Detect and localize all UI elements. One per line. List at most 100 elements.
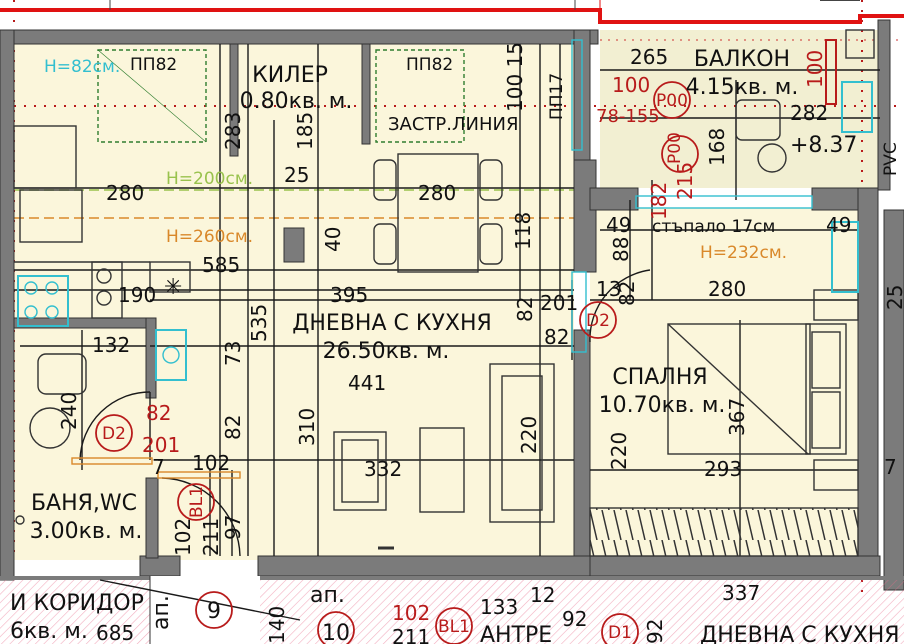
bedroom-bed [667,323,811,455]
apt-9-circle [195,591,233,629]
dim-73: 73 [221,341,245,366]
dim-92: 92 [562,607,587,631]
label-ap-9: ап. [149,595,174,630]
bath-floor [14,470,154,560]
annotations: ПП82 ПП82 ПП17 ЗАСТР.ЛИНИЯ H=82см. H=200… [44,55,901,644]
label-pp82-right: ПП82 [406,55,453,75]
dim-332: 332 [364,457,402,481]
dim-88: 88 [609,237,633,262]
pantry-name: КИЛЕР [252,63,328,88]
dim-132: 132 [92,333,130,357]
dim-215: 215 [673,162,697,200]
living-area: 26.50кв. м. [323,339,450,364]
dim-49b: 49 [826,213,851,237]
sofa [489,363,555,523]
bed-right [375,49,465,143]
dim-102b: 102 [171,518,195,556]
dim-7b: 7 [884,455,897,479]
dim-12: 12 [530,583,555,607]
label-pp82-left: ПП82 [130,55,177,75]
tag-bl1-next-text: BL1 [438,617,470,637]
dim-40: 40 [321,227,345,252]
dim-282: 282 [790,101,828,125]
label-zastr: ЗАСТР.ЛИНИЯ [388,114,519,135]
label-h200: H=200см. [166,169,253,189]
dim-190: 190 [118,283,156,307]
dim-280a: 280 [106,181,144,205]
tag-bl1 [177,483,215,521]
washer [17,275,69,327]
label-h82: H=82см. [44,57,120,77]
dim-25: 25 [284,163,309,187]
dim-585: 585 [202,253,240,277]
tag-p00-a [653,81,691,119]
dim-182: 182 [647,182,671,220]
corridor-area: 6кв. м. [10,619,88,644]
doors [71,39,813,557]
bedroom-name: СПАЛНЯ [612,365,707,390]
label-stupalo: стъпало 17см [652,217,775,237]
dim-118: 118 [511,212,535,250]
apt-10-circle [317,611,355,644]
label-h232: H=232см. [700,243,787,263]
dim-49a: 49 [606,213,631,237]
bath-door-swing [79,391,151,461]
living-name: ДНЕВНА С КУХНЯ [292,311,492,336]
bath-name: БАНЯ,WC [31,491,137,516]
wardrobe [589,507,859,557]
dim-100-15: 100 15 [503,42,527,112]
entry-door-swing [161,477,241,557]
dim-395: 395 [330,283,368,307]
tag-d1 [601,613,639,644]
next-living-name: ДНЕВНА С КУХНЯ [700,623,900,644]
room-labels: КИЛЕР 0.80кв. м. ДНЕВНА С КУХНЯ 26.50кв.… [10,47,900,644]
dim-201a: 201 [540,291,578,315]
hood-star: ✳ [164,275,182,300]
tag-d2-bath [95,414,133,452]
dim-82d: 82 [146,401,171,425]
tag-bl1-next [435,607,473,644]
bath-area: 3.00кв. м. [30,519,143,544]
dim-280b: 280 [418,181,456,205]
dim-82a: 82 [615,281,639,306]
dim-310: 310 [295,408,319,446]
dim-100v: 100 [803,50,827,88]
door-tag-labels: D2 D2 BL1 P00 P00 BL1 D1 [102,91,688,643]
dim-211: 211 [199,518,223,556]
tag-d1-text: D1 [608,623,632,643]
sink [29,407,71,449]
tag-p00-b [661,135,699,173]
label-h260: H=260см. [166,227,253,247]
boiler [155,329,187,381]
apt-10-number: 10 [322,621,350,644]
pantry-area: 0.80кв. м. [240,89,353,114]
tag-d2-bath-text: D2 [102,424,126,444]
bed-left [97,49,207,143]
door-tags [95,81,699,644]
balcony-name: БАЛКОН [694,47,790,72]
label-pvc: PVC [881,142,901,176]
dim-240: 240 [57,392,81,430]
dining-table [397,153,479,273]
dim-441: 441 [348,371,386,395]
label-ap-10: ап. [310,583,345,608]
tag-bl1-text: BL1 [187,486,207,518]
tag-p00-a-text: P00 [656,91,688,111]
dim-185: 185 [293,112,317,150]
label-elevation: +8.37 [790,133,857,158]
toilet [37,353,87,395]
tag-p00-b-text: P00 [665,132,685,164]
neighbor-hatch [0,576,904,644]
dim-220b: 220 [607,432,631,470]
dim-13: 13 [596,277,621,301]
dim-82e: 82 [221,415,245,440]
furniture [13,29,875,557]
corridor-name: И КОРИДОР [10,591,144,616]
dim-265: 265 [630,45,668,69]
dim-78-155: 78-155 [596,106,660,127]
dimension-labels: 265 100 282 78-155 168 182 215 100 100 1… [57,42,904,644]
tag-d2-bed-text: D2 [586,311,610,331]
dim-7a: 7 [152,455,165,479]
counter [13,125,77,189]
dim-82c: 82 [544,325,569,349]
